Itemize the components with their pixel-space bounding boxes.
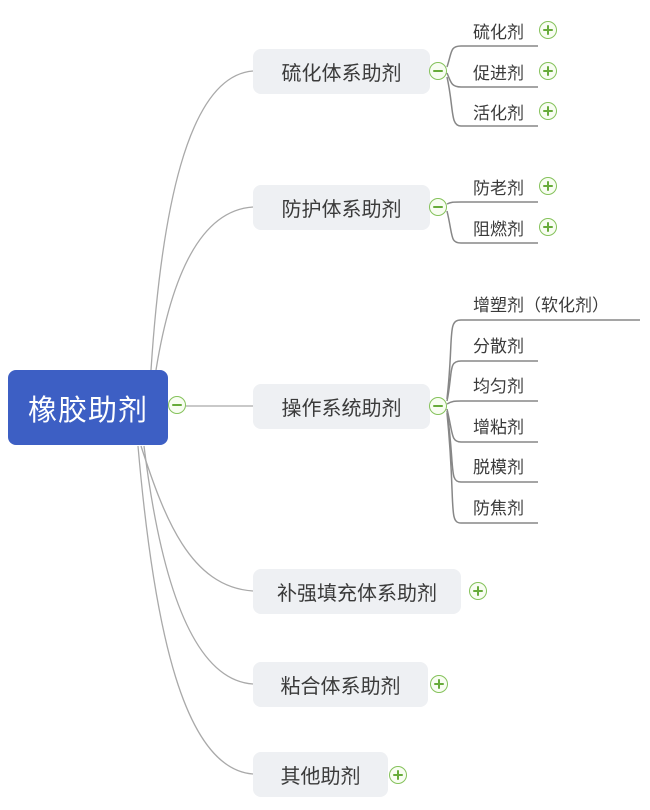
root-node[interactable]: 橡胶助剂 <box>8 370 168 445</box>
expand-icon[interactable] <box>539 102 557 120</box>
branch-node-protection[interactable]: 防护体系助剂 <box>253 185 430 230</box>
connector-child-2-1 <box>446 201 538 205</box>
child-connectors <box>446 45 640 524</box>
branch-node-operation[interactable]: 操作系统助剂 <box>253 384 430 429</box>
child-node-flame-retardant[interactable]: 阻燃剂 <box>473 219 524 239</box>
connector-child-1-1 <box>446 45 538 68</box>
connector-root-branch-2 <box>155 206 254 371</box>
branch-node-adhesion[interactable]: 粘合体系助剂 <box>253 662 428 707</box>
connector-child-3-2 <box>446 360 538 402</box>
expand-icon[interactable] <box>430 675 448 693</box>
connector-child-3-4 <box>446 408 538 443</box>
collapse-icon[interactable] <box>429 198 447 216</box>
child-node-release-agent[interactable]: 脱模剂 <box>473 457 524 477</box>
connector-child-3-3 <box>446 400 538 405</box>
child-node-activator[interactable]: 活化剂 <box>473 103 524 123</box>
connector-child-3-5 <box>446 410 538 483</box>
collapse-icon[interactable] <box>429 62 447 80</box>
root-branch-connectors <box>137 70 254 775</box>
branch-node-other[interactable]: 其他助剂 <box>253 752 388 797</box>
expand-icon[interactable] <box>539 218 557 236</box>
child-node-dispersant[interactable]: 分散剂 <box>473 336 524 356</box>
connector-child-2-2 <box>446 210 538 244</box>
expand-icon[interactable] <box>469 582 487 600</box>
branch-node-vulcanization[interactable]: 硫化体系助剂 <box>253 49 430 94</box>
connector-root-branch-4 <box>140 445 254 592</box>
child-node-plasticizer[interactable]: 增塑剂（软化剂） <box>473 295 609 315</box>
connector-child-3-1 <box>446 319 640 400</box>
connector-root-branch-1 <box>150 70 254 371</box>
connector-root-branch-5 <box>143 445 254 685</box>
child-node-scorch-retarder[interactable]: 防焦剂 <box>473 498 524 518</box>
connector-child-1-3 <box>446 76 538 127</box>
collapse-icon[interactable] <box>168 396 186 414</box>
child-node-sulfurizing-agent[interactable]: 硫化剂 <box>473 22 524 42</box>
child-node-homogenizer[interactable]: 均匀剂 <box>473 376 524 396</box>
expand-icon[interactable] <box>539 21 557 39</box>
connector-root-branch-6 <box>137 445 254 775</box>
child-node-accelerator[interactable]: 促进剂 <box>473 63 524 83</box>
connector-child-3-6 <box>446 412 538 524</box>
expand-icon[interactable] <box>539 177 557 195</box>
expand-icon[interactable] <box>539 62 557 80</box>
collapse-icon[interactable] <box>429 397 447 415</box>
child-node-tackifier[interactable]: 增粘剂 <box>473 417 524 437</box>
child-node-antiaging-agent[interactable]: 防老剂 <box>473 178 524 198</box>
connector-child-1-2 <box>446 72 538 88</box>
expand-icon[interactable] <box>389 766 407 784</box>
branch-node-reinforcing-filling[interactable]: 补强填充体系助剂 <box>253 569 461 614</box>
